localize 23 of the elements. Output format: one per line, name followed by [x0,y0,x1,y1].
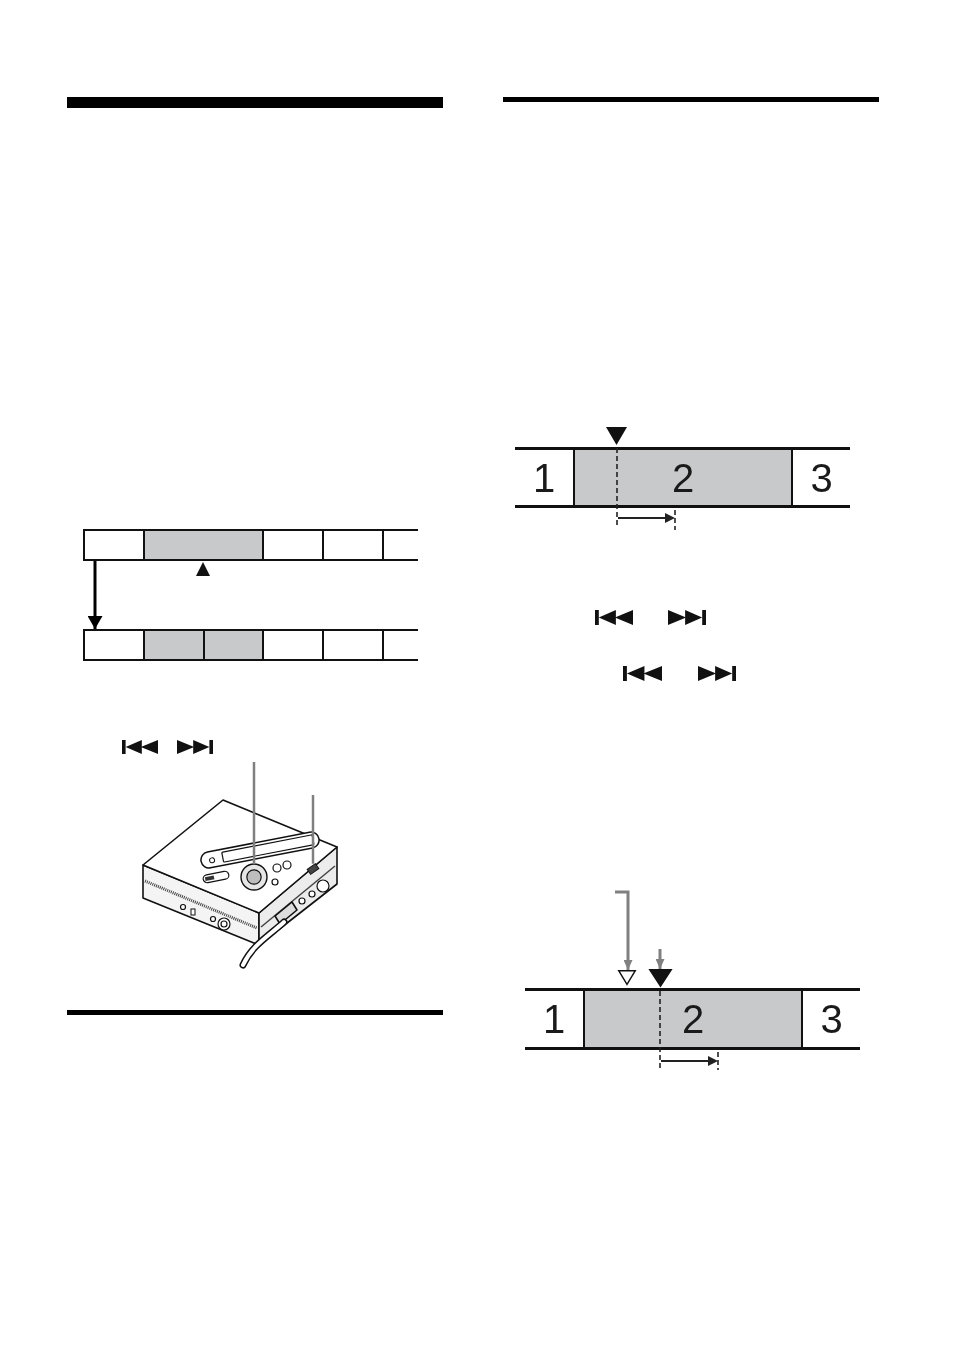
track-number: 1 [532,457,556,498]
triangle-marker-icon [618,970,636,985]
side-button [306,863,320,875]
leader-line [311,795,315,864]
track-cell [382,529,418,561]
track-cell [573,447,793,508]
track-number: 3 [820,999,843,1039]
arrow [615,890,633,970]
track-cell [803,988,860,1050]
track-number: 2 [671,457,695,498]
arrow [87,561,103,629]
track-cell [322,529,382,561]
track-cell [382,629,418,661]
track-number: 2 [681,999,705,1039]
track-number: 1 [542,999,566,1039]
track-cell [793,447,850,508]
track-cell [322,629,382,661]
jog-dial [240,863,268,891]
track-number: 3 [810,457,833,498]
track-cell [583,988,803,1050]
arrow [655,949,665,969]
triangle-marker-icon [649,969,672,987]
track-cell [143,529,262,561]
